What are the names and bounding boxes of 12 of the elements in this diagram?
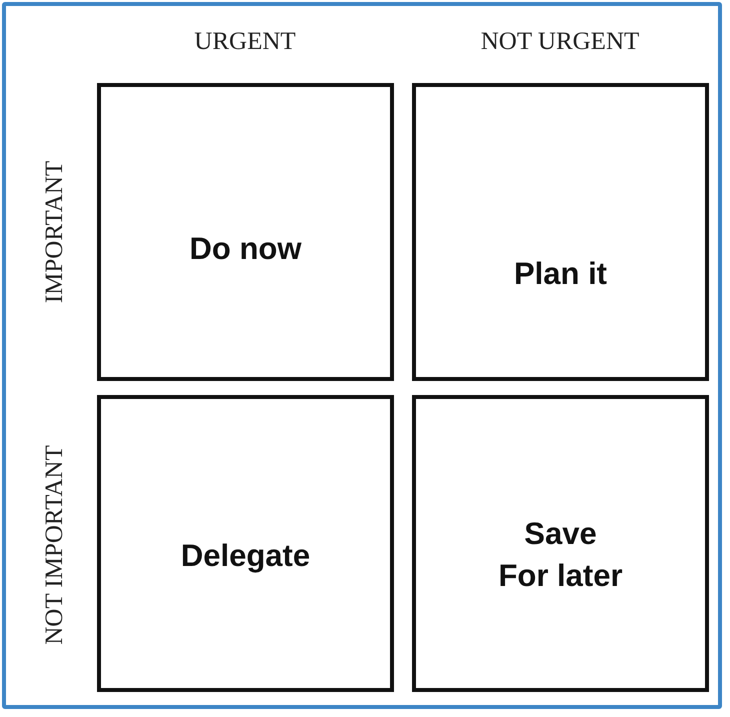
row-header: IMPORTANT [41,160,69,304]
quadrant-box [97,83,394,381]
quadrant-box [97,395,394,692]
column-header: NOT URGENT [480,28,640,56]
quadrant-label: Save For later [497,515,624,595]
quadrant-label: Do now [190,230,302,268]
quadrant-label: Delegate [180,537,310,575]
column-header: URGENT [194,28,296,56]
quadrant-box [412,395,709,692]
quadrant-box [412,83,709,381]
quadrant-label: Plan it [514,255,607,293]
row-header: NOT IMPORTANT [41,445,69,645]
